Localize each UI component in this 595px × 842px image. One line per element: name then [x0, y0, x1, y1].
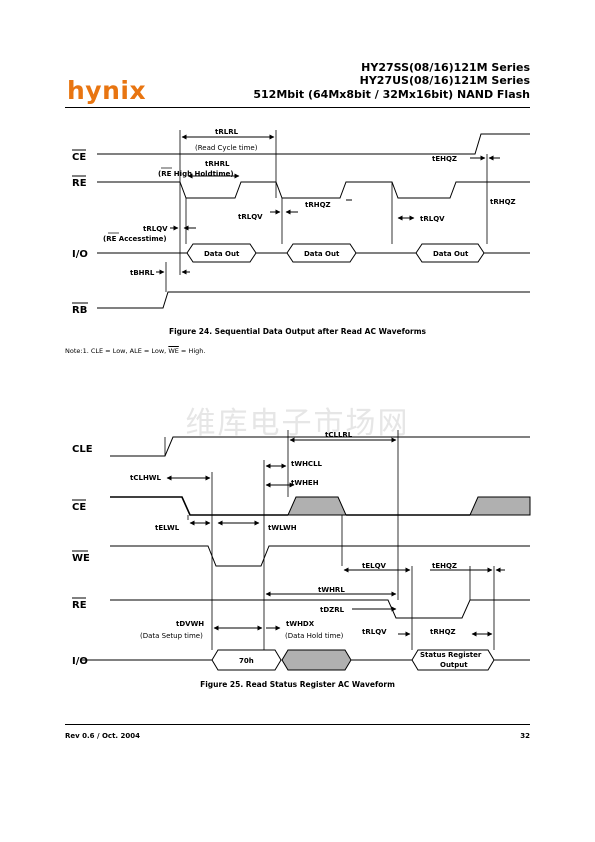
fig24-label-re-hold: (RE High Holdtime) [158, 170, 234, 178]
fig25-label-twhrl: tWHRL [318, 586, 345, 594]
fig25-status-line1: Status Register [420, 651, 482, 659]
fig25-label-trhqz: tRHQZ [430, 628, 456, 636]
fig25-signal-cle: CLE [72, 444, 93, 455]
fig25-label-telqv: tELQV [362, 562, 387, 570]
fig25-status-line2: Output [440, 661, 468, 669]
fig24-signal-re: RE [72, 178, 87, 189]
figure-24-note: Note:1. CLE = Low, ALE = Low, WE = High. [65, 347, 206, 355]
fig25-label-data-setup: (Data Setup time) [140, 632, 203, 640]
fig24-data-out-3: Data Out [433, 250, 469, 258]
header-series-2: HY27US(08/16)121M Series [359, 74, 530, 87]
fig24-signal-io: I/O [72, 249, 88, 260]
fig25-label-telwl: tELWL [155, 524, 180, 532]
fig25-label-twheh: tWHEH [291, 479, 319, 487]
fig25-signal-re: RE [72, 600, 87, 611]
fig24-data-out-1: Data Out [204, 250, 240, 258]
header-series-1: HY27SS(08/16)121M Series [361, 61, 530, 74]
fig25-label-trlqv: tRLQV [362, 628, 387, 636]
fig24-signal-rb: RB [72, 305, 87, 316]
fig24-label-tbhrl: tBHRL [130, 269, 155, 277]
fig25-signal-we: WE [72, 553, 90, 564]
fig25-label-tclhwl: tCLHWL [130, 474, 162, 482]
figure-25-caption: Figure 25. Read Status Register AC Wavef… [200, 680, 395, 689]
fig24-label-trlrl: tRLRL [215, 128, 239, 136]
header-device-title: 512Mbit (64Mx8bit / 32Mx16bit) NAND Flas… [253, 88, 530, 101]
fig24-label-trhqz-b: tRHQZ [490, 198, 516, 206]
fig24-label-trhqz-a: tRHQZ [305, 201, 331, 209]
fig24-label-trlqv-a: tRLQV [238, 213, 263, 221]
footer-revision: Rev 0.6 / Oct. 2004 [65, 732, 140, 740]
page-number: 32 [520, 732, 530, 740]
fig24-label-trlqv-c: tRLQV [143, 225, 168, 233]
fig24-label-tehqz: tEHQZ [432, 155, 457, 163]
header-rule [65, 107, 530, 108]
fig24-label-trlqv-b: tRLQV [420, 215, 445, 223]
hynix-logo: hynix [67, 76, 147, 105]
fig25-label-twhdx: tWHDX [286, 620, 315, 628]
fig24-label-read-cycle: (Read Cycle time) [195, 144, 258, 152]
fig24-data-out-2: Data Out [304, 250, 340, 258]
watermark: 维库电子市场网 [185, 406, 410, 441]
fig25-label-tcllrl: tCLLRL [325, 431, 353, 439]
fig25-label-twlwh: tWLWH [268, 524, 297, 532]
footer-rule [65, 724, 530, 725]
fig25-label-twhcll: tWHCLL [291, 460, 323, 468]
fig25-signal-io: I/O [72, 656, 88, 667]
fig24-label-re-access: (RE Accesstime) [103, 235, 167, 243]
fig25-signal-ce: CE [72, 502, 86, 513]
fig25-label-tehqz: tEHQZ [432, 562, 457, 570]
fig25-label-data-hold: (Data Hold time) [285, 632, 344, 640]
fig24-signal-ce: CE [72, 152, 86, 163]
fig25-label-tdvwh: tDVWH [176, 620, 204, 628]
figure-24-caption: Figure 24. Sequential Data Output after … [168, 327, 427, 336]
fig25-label-tdzrl: tDZRL [320, 606, 345, 614]
fig24-label-trhrl: tRHRL [205, 160, 230, 168]
fig25-data-70h: 70h [239, 657, 254, 665]
